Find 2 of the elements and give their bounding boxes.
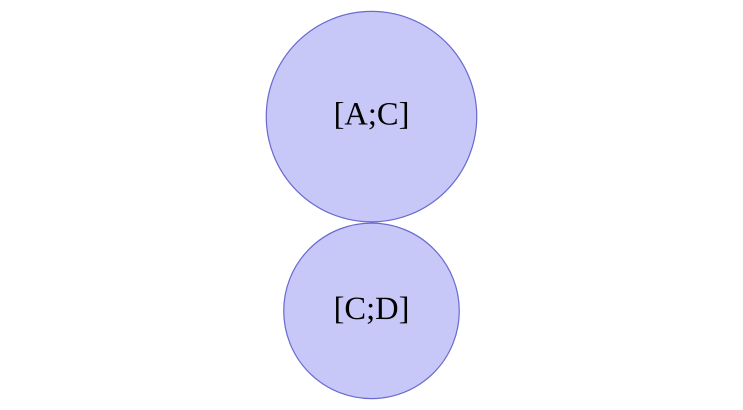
node-circle: [A;C] [266, 10, 478, 222]
node-circle: [C;D] [283, 222, 460, 400]
